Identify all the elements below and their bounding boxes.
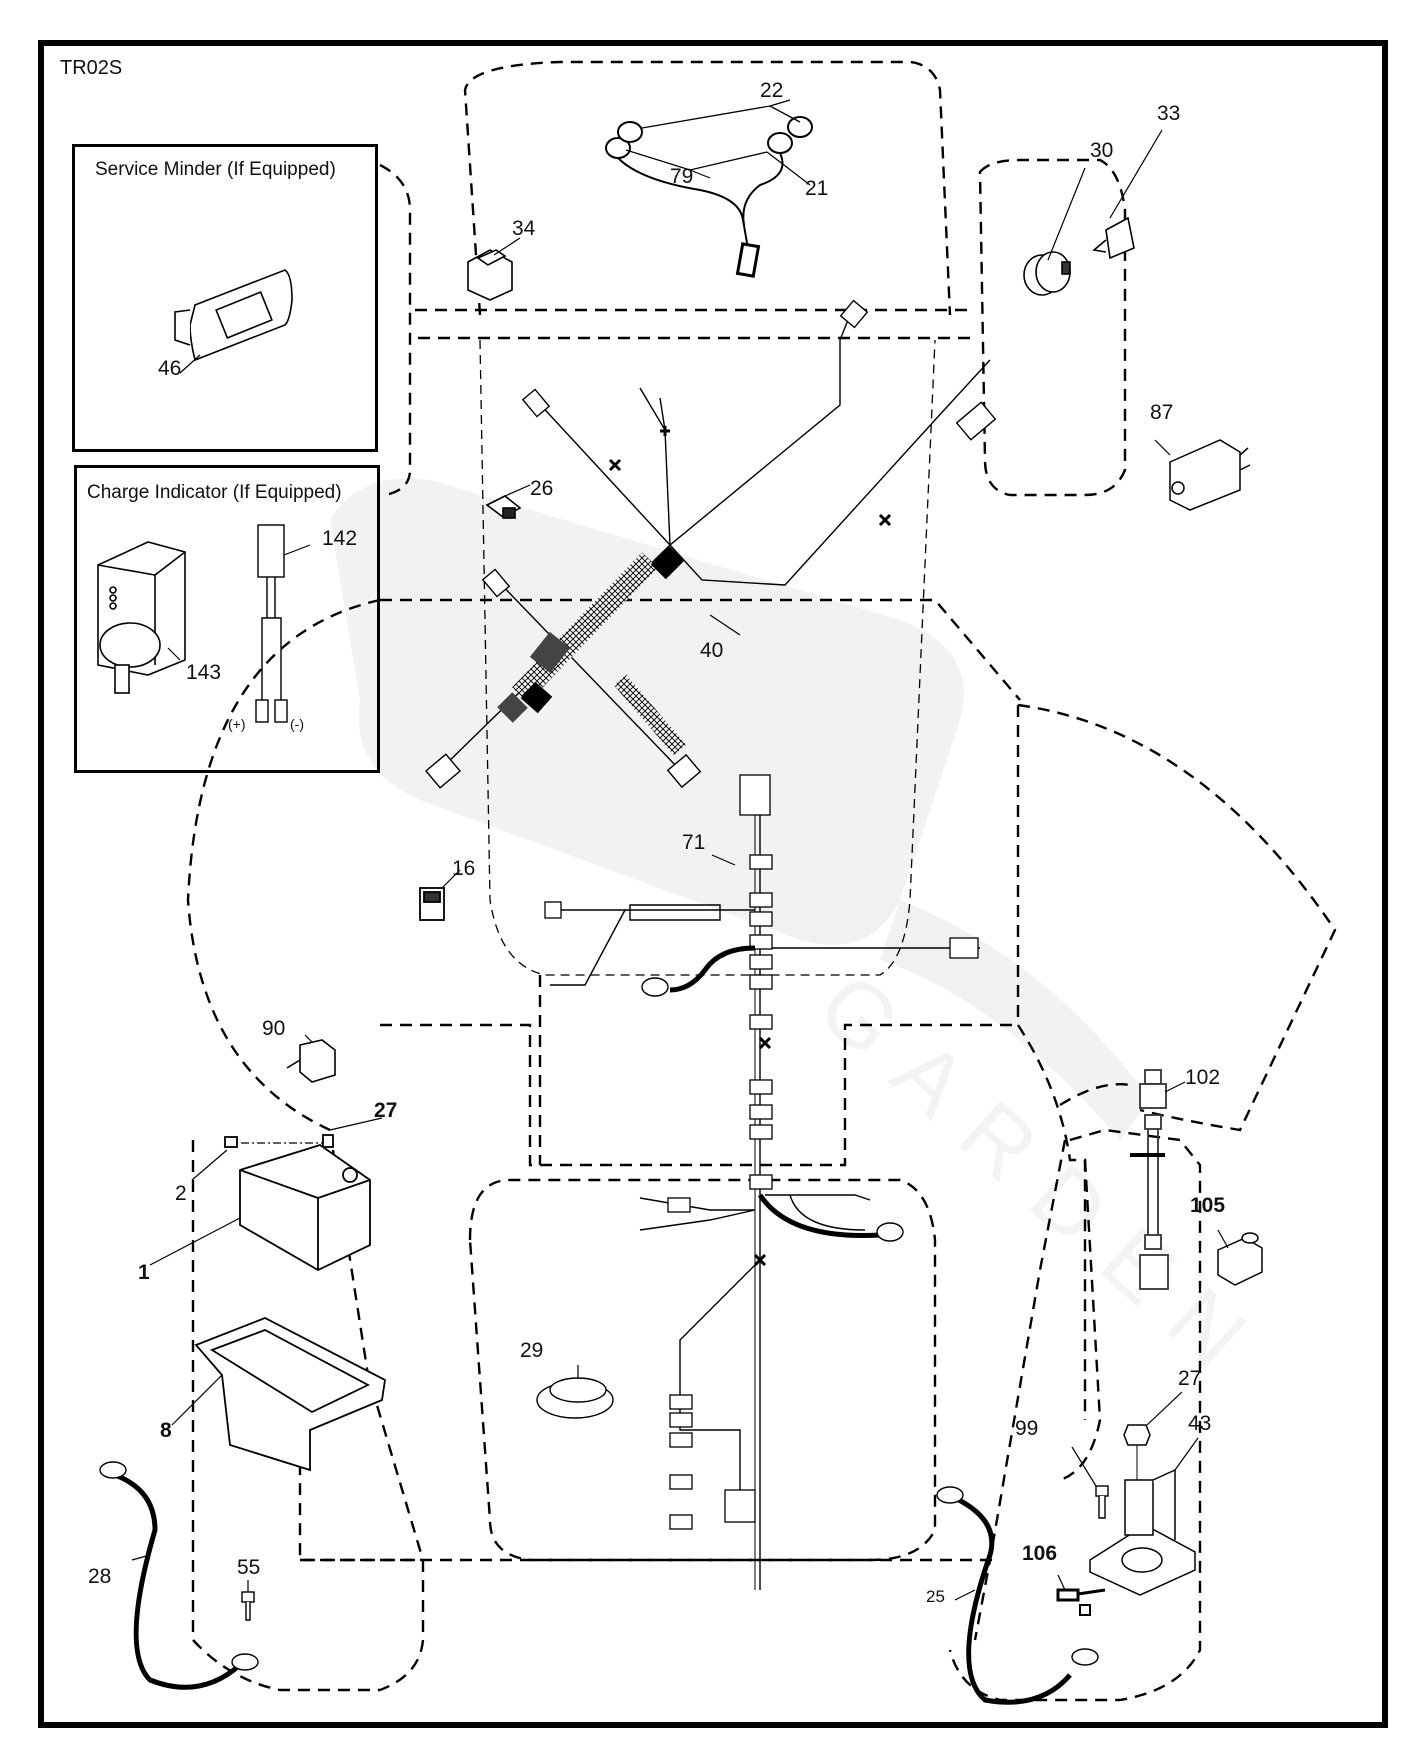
plunger-switch-icon [286,1039,336,1083]
terminal-negative-label: (-) [290,716,304,732]
nut-icon [1123,1424,1151,1446]
callout-25: 25 [926,1587,945,1606]
callout-102: 102 [1185,1066,1221,1089]
relay-icon [419,887,445,921]
diagram-frame [38,40,1388,1728]
callout-8: 8 [160,1419,172,1442]
ground-cables [114,945,1072,1705]
solenoid-105-icon [1217,1232,1263,1286]
callout-34: 34 [512,217,536,240]
service-minder-inset: Service Minder (If Equipped) [72,144,378,452]
harness-loom [497,545,687,756]
callout-16: 16 [452,857,476,880]
callout-105: 105 [1190,1194,1226,1217]
callout-106: 106 [1022,1542,1058,1565]
charge-indicator-title: Charge Indicator (If Equipped) [87,482,342,503]
callout-55: 55 [237,1556,261,1579]
rear-harness-ties [753,1036,772,1267]
service-minder-title: Service Minder (If Equipped) [95,159,336,180]
diagram-code: TR02S [60,57,123,79]
ignition-switch-icon [1023,251,1071,296]
callout-40: 40 [700,639,724,662]
screw-icon [241,1591,255,1621]
callout-27-bold: 27 [374,1099,398,1122]
callout-27: 27 [1178,1367,1202,1390]
service-minder-icon [174,269,293,362]
rear-harness-connectors [544,774,979,1530]
ring-terminals [99,977,1099,1671]
clip-106-icon [1056,1588,1106,1616]
starter-solenoid-icon [1089,1440,1196,1596]
callout-26: 26 [530,477,554,500]
switch-34-icon [467,249,513,301]
callout-46: 46 [158,357,182,380]
battery-tray-icon [194,1317,386,1472]
leader-lines [131,99,1229,1601]
callout-87: 87 [1150,401,1174,424]
connector-102-icon [1130,1069,1169,1290]
grommet-icon [536,1377,614,1419]
callout-143: 143 [186,661,222,684]
fuse-icon [485,495,522,519]
key-icon [1092,216,1135,260]
callout-99: 99 [1015,1417,1039,1440]
callout-30: 30 [1090,139,1114,162]
callout-29: 29 [520,1339,544,1362]
callout-2: 2 [175,1182,187,1205]
callout-142: 142 [322,527,358,550]
callout-43: 43 [1188,1412,1212,1435]
wire-ties [608,426,892,527]
callout-28: 28 [88,1565,112,1588]
callout-33: 33 [1157,102,1181,125]
headlight-harness [605,105,813,278]
chassis-outlines [186,60,1337,1702]
charge-indicator-icon [97,541,186,694]
callout-71: 71 [682,831,706,854]
charge-indicator-inset: Charge Indicator (If Equipped) [74,465,380,773]
terminal-positive-label: (+) [228,716,246,732]
harness-connectors [424,299,997,789]
charge-harness-icon [255,524,288,723]
callout-79: 79 [670,165,694,188]
interlock-switch-icon [1169,439,1251,511]
battery-icon [224,1134,371,1272]
callout-22: 22 [760,79,784,102]
bolt-icon [1095,1485,1109,1519]
callout-21: 21 [805,177,829,200]
callout-90: 90 [262,1017,286,1040]
callout-1: 1 [138,1261,150,1284]
